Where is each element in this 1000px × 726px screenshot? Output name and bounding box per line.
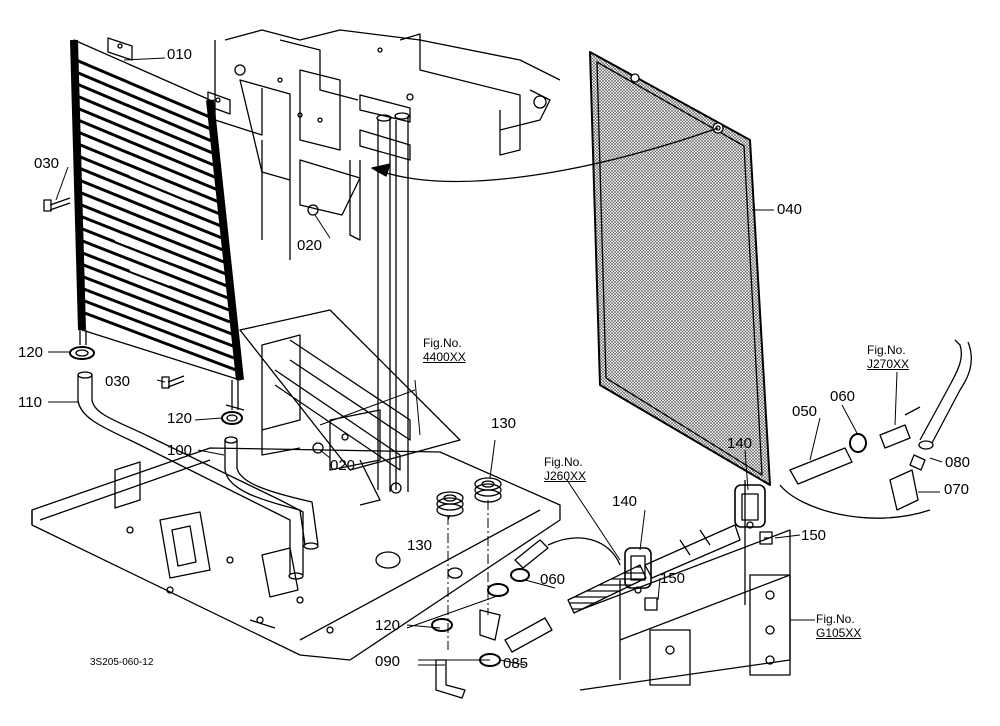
label-130-left: 130 xyxy=(407,537,433,554)
label-140-right: 140 xyxy=(727,435,753,452)
label-110: 110 xyxy=(18,394,42,411)
label-150-right: 150 xyxy=(801,527,827,544)
figref-J260XX-label: Fig.No. xyxy=(544,455,583,469)
base-plate xyxy=(31,447,561,661)
figref-J270XX-number: J270XX xyxy=(867,357,910,371)
grommet-130-left xyxy=(436,491,464,517)
mounting-frame xyxy=(214,29,561,506)
label-030-top: 030 xyxy=(34,155,60,172)
label-040: 040 xyxy=(777,201,803,218)
label-050: 050 xyxy=(792,403,818,420)
drawing-code: 3S205-060-12 xyxy=(90,657,154,668)
label-090: 090 xyxy=(375,653,401,670)
label-020-bottom: 020 xyxy=(330,457,356,474)
clamp-120-mid xyxy=(221,411,243,425)
figref-4400XX: Fig.No. 4400XX xyxy=(423,336,466,364)
figref-G105XX: Fig.No. G105XX xyxy=(816,612,861,640)
assembly-arrow xyxy=(371,127,719,183)
chassis-panel-right xyxy=(579,480,791,691)
label-020-top: 020 xyxy=(297,237,323,254)
label-140-left: 140 xyxy=(612,493,638,510)
label-130-right: 130 xyxy=(491,415,517,432)
figref-4400XX-label: Fig.No. xyxy=(423,336,462,350)
label-060-lower: 060 xyxy=(540,571,566,588)
fittings-lower xyxy=(431,539,553,699)
label-060-upper: 060 xyxy=(830,388,856,405)
hose-assembly-right xyxy=(644,339,972,579)
clamp-120-left xyxy=(69,346,95,360)
hose-060-lower xyxy=(547,537,647,614)
label-150-left: 150 xyxy=(660,570,686,587)
figref-G105XX-number: G105XX xyxy=(816,626,862,640)
figref-G105XX-label: Fig.No. xyxy=(816,612,855,626)
label-010: 010 xyxy=(167,46,193,63)
grommet-130-right xyxy=(474,477,502,503)
label-100: 100 xyxy=(167,442,193,459)
bolt-030-top xyxy=(43,197,71,212)
label-080: 080 xyxy=(945,454,971,471)
label-030-bottom: 030 xyxy=(105,373,131,390)
label-085: 085 xyxy=(503,655,529,672)
screen-040 xyxy=(589,51,771,486)
label-070: 070 xyxy=(944,481,970,498)
label-120-left: 120 xyxy=(18,344,44,361)
figref-4400XX-number: 4400XX xyxy=(423,350,466,364)
figref-J270XX: Fig.No. J270XX xyxy=(867,343,909,371)
oil-cooler-010 xyxy=(70,37,245,411)
hose-100 xyxy=(224,436,319,550)
bolt-030-bottom xyxy=(161,375,185,389)
figref-J270XX-label: Fig.No. xyxy=(867,343,906,357)
label-120-bottom: 120 xyxy=(375,617,401,634)
bolt-150-left xyxy=(644,597,658,611)
leader-lines xyxy=(48,57,943,666)
figref-J260XX-number: J260XX xyxy=(544,469,587,483)
hose-110 xyxy=(77,371,304,580)
clamp-140-right xyxy=(734,484,766,529)
label-120-mid: 120 xyxy=(167,410,193,427)
figref-J260XX: Fig.No. J260XX xyxy=(544,455,586,483)
